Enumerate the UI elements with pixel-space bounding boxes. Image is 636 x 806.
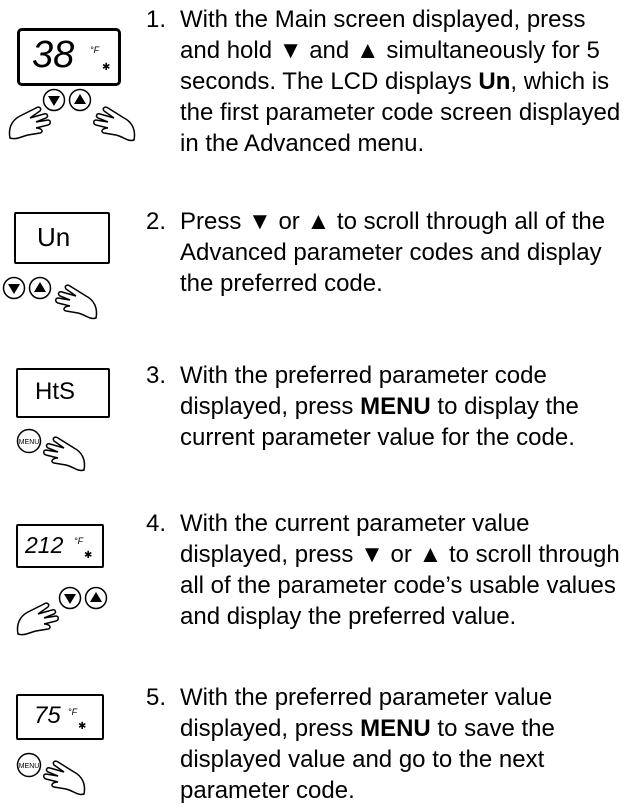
step-5: 75 °F ✱ MENU 5. With the preferred param… [0, 682, 636, 804]
step-number: 1. [146, 6, 167, 33]
menu-button-label: MENU [19, 763, 40, 770]
down-arrow-symbol: ▼ [360, 541, 384, 568]
down-arrow-button-icon [42, 88, 66, 112]
lcd-value: 212 [25, 532, 64, 558]
lcd-display: 212 °F ✱ [16, 524, 104, 568]
up-arrow-symbol: ▲ [355, 37, 380, 64]
up-arrow-button-icon [68, 88, 92, 112]
step-number: 4. [146, 510, 167, 537]
snowflake-icon: ✱ [84, 550, 93, 561]
up-arrow-symbol: ▲ [418, 541, 443, 568]
lcd-code-un: Un [478, 68, 511, 95]
right-hand-icon [55, 284, 98, 320]
right-hand-icon [43, 436, 86, 472]
step-3: HtS MENU 3. With the preferred parameter… [0, 360, 636, 472]
menu-keyword: MENU [360, 715, 431, 742]
lcd-value: 38 [32, 34, 75, 76]
lcd-display: HtS [16, 368, 110, 418]
down-arrow-button-icon [2, 276, 26, 300]
step-text: With the preferred parameter code displa… [180, 362, 579, 451]
menu-keyword: MENU [360, 393, 431, 420]
snowflake-icon: ✱ [102, 62, 111, 73]
step-text: With the Main screen displayed, press an… [180, 6, 621, 157]
up-arrow-button-icon [28, 276, 52, 300]
step-number: 3. [146, 362, 167, 389]
menu-button-icon: MENU [16, 752, 42, 778]
down-arrow-symbol: ▼ [248, 208, 272, 235]
lcd-unit: °F [90, 45, 100, 55]
down-arrow-button-icon [58, 586, 82, 610]
lcd-value: 75 [34, 702, 61, 729]
left-hand-icon [8, 106, 51, 140]
lcd-value: HtS [35, 378, 76, 405]
lcd-unit: °F [68, 707, 78, 717]
step-2: Un 2. Press ▼ or ▲ to scroll through all… [0, 206, 636, 320]
menu-button-icon: MENU [16, 428, 42, 454]
lcd-unit: °F [74, 536, 84, 546]
right-hand-icon [43, 760, 86, 796]
right-hand-icon [93, 106, 136, 142]
step-1: 38 °F ✱ 1. With the Main screen displaye… [0, 4, 636, 192]
up-arrow-symbol: ▲ [306, 208, 331, 235]
left-hand-icon [16, 602, 59, 636]
menu-button-label: MENU [19, 439, 40, 446]
lcd-display: 38 °F ✱ [17, 28, 121, 86]
down-arrow-symbol: ▼ [278, 37, 303, 64]
step-number: 5. [146, 684, 167, 711]
step-text: With the current parameter value display… [180, 510, 620, 630]
snowflake-icon: ✱ [78, 721, 87, 732]
step-4: 212 °F ✱ 4. With the current parameter v… [0, 508, 636, 678]
lcd-value: Un [37, 222, 71, 252]
lcd-display: 75 °F ✱ [16, 694, 104, 740]
lcd-display: Un [14, 212, 110, 264]
step-text: With the preferred parameter value displ… [180, 684, 555, 804]
step-number: 2. [146, 208, 167, 235]
step-text: Press ▼ or ▲ to scroll through all of th… [180, 208, 606, 297]
up-arrow-button-icon [84, 586, 108, 610]
